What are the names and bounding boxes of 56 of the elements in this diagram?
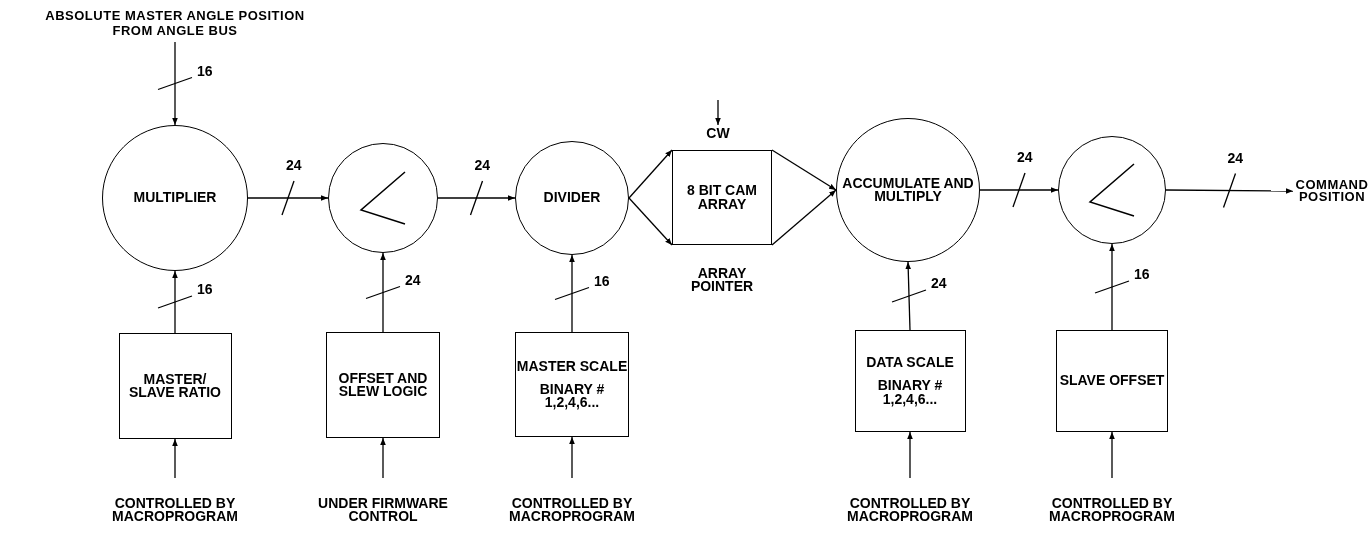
caption-label: ARRAY POINTER bbox=[689, 267, 755, 294]
arrow bbox=[979, 187, 1059, 193]
node-label: CONTROLLED BY MACROPROGRAM bbox=[1048, 496, 1176, 524]
edge-label: 16 bbox=[197, 282, 213, 296]
arrow bbox=[715, 99, 721, 126]
arrow bbox=[247, 195, 329, 201]
block-box bbox=[672, 150, 772, 245]
arrow bbox=[569, 254, 575, 333]
node-label: CW bbox=[706, 127, 730, 141]
node-label: CONTROLLED BY MACROPROGRAM bbox=[846, 496, 974, 524]
node-label: DIVIDER bbox=[543, 191, 601, 205]
arrow bbox=[771, 189, 837, 246]
node-label: SLAVE OFFSET bbox=[1059, 374, 1165, 388]
node-label: ACCUMULATE AND MULTIPLY bbox=[841, 176, 975, 204]
arrow bbox=[172, 41, 178, 126]
node-label: CONTROLLED BY MACROPROGRAM bbox=[508, 496, 636, 524]
edge-label: 24 bbox=[286, 158, 302, 172]
node-label: DATA SCALE bbox=[866, 356, 954, 370]
arrow bbox=[907, 431, 913, 479]
io-label: ABSOLUTE MASTER ANGLE POSITION FROM ANGLE BUS bbox=[44, 9, 306, 39]
block-box bbox=[326, 332, 440, 438]
block-box bbox=[515, 332, 629, 437]
node-label: OFFSET AND SLEW LOGIC bbox=[337, 371, 429, 399]
node-label: CONTROLLED BY MACROPROGRAM bbox=[111, 496, 239, 524]
arrow bbox=[380, 252, 386, 333]
arrow bbox=[628, 197, 673, 246]
edge-label: 16 bbox=[1134, 267, 1150, 281]
arrow bbox=[569, 436, 575, 479]
edge-label: 24 bbox=[1227, 150, 1244, 165]
arrow bbox=[771, 149, 837, 191]
edge-label: 16 bbox=[197, 63, 213, 78]
node-label: 8 BIT CAM ARRAY bbox=[686, 184, 758, 211]
arrow bbox=[380, 437, 386, 479]
node-label: BINARY # 1,2,4,6... bbox=[538, 382, 606, 410]
node-label: BINARY # 1,2,4,6... bbox=[876, 379, 944, 406]
edge-label: 24 bbox=[931, 276, 947, 290]
node-label: MULTIPLIER bbox=[133, 191, 217, 205]
block-box bbox=[1056, 330, 1168, 432]
node-label: UNDER FIRMWARE CONTROL bbox=[317, 496, 449, 524]
edge-label: 24 bbox=[474, 158, 491, 172]
arrow bbox=[437, 195, 516, 201]
block-box bbox=[118, 333, 232, 439]
arrow bbox=[628, 149, 673, 199]
arrow bbox=[172, 438, 178, 479]
node-label: MASTER/ SLAVE RATIO bbox=[127, 372, 222, 400]
edge-label: 24 bbox=[405, 272, 421, 287]
edge-label: 16 bbox=[594, 273, 610, 288]
arrow bbox=[172, 270, 178, 334]
arrow bbox=[1109, 243, 1115, 331]
block-box bbox=[854, 330, 966, 432]
arrow bbox=[905, 261, 911, 331]
node-label: MASTER SCALE bbox=[516, 359, 628, 373]
edge-label: 24 bbox=[1017, 150, 1033, 164]
arrow bbox=[1165, 188, 1294, 194]
io-label: COMMAND POSITION bbox=[1294, 178, 1370, 204]
arrow bbox=[1109, 431, 1115, 479]
